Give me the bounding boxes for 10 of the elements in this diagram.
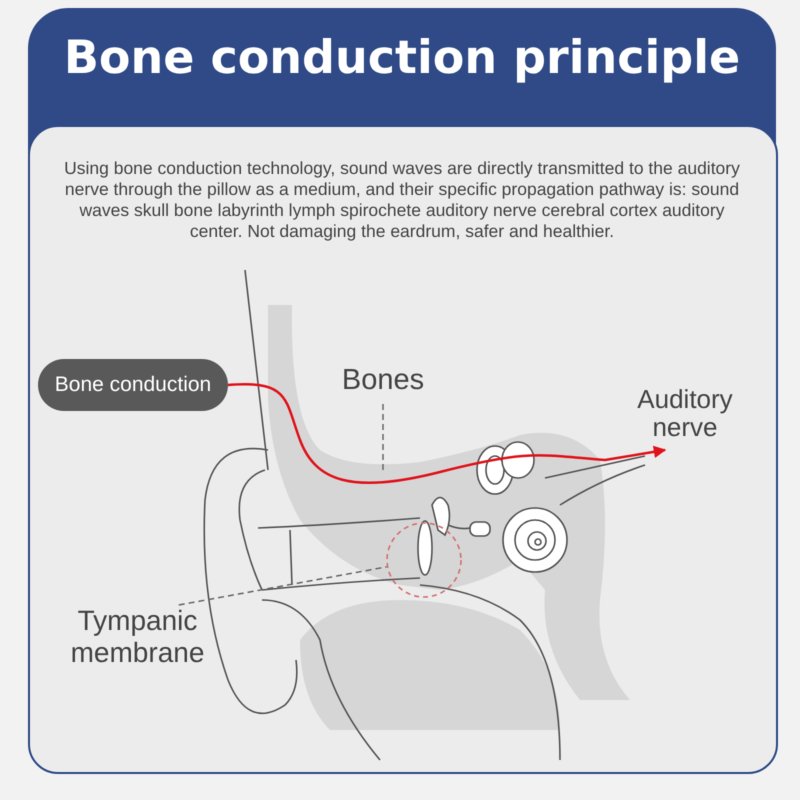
part-label: Auditory nerve	[625, 385, 745, 447]
arrow	[228, 383, 666, 484]
part-label: Bones	[330, 364, 436, 404]
description-paragraph: Using bone conduction technology, sound waves are directly transmitted to the auditory nerve through the pillow as a medium, and their specific propagation pathway is: sound waves skull bone labyrinth lymph spirochete auditory nerve cerebral cortex auditory center. Not damaging the eardrum, safer and healthier.	[63, 158, 741, 242]
leader-line	[382, 404, 384, 470]
part-label: Tympanic membrane	[55, 605, 220, 673]
leader-line	[178, 566, 387, 606]
highlight-circle	[386, 522, 462, 598]
label-pill: Bone conduction	[38, 359, 228, 411]
title: Bone conduction principle	[62, 30, 742, 84]
